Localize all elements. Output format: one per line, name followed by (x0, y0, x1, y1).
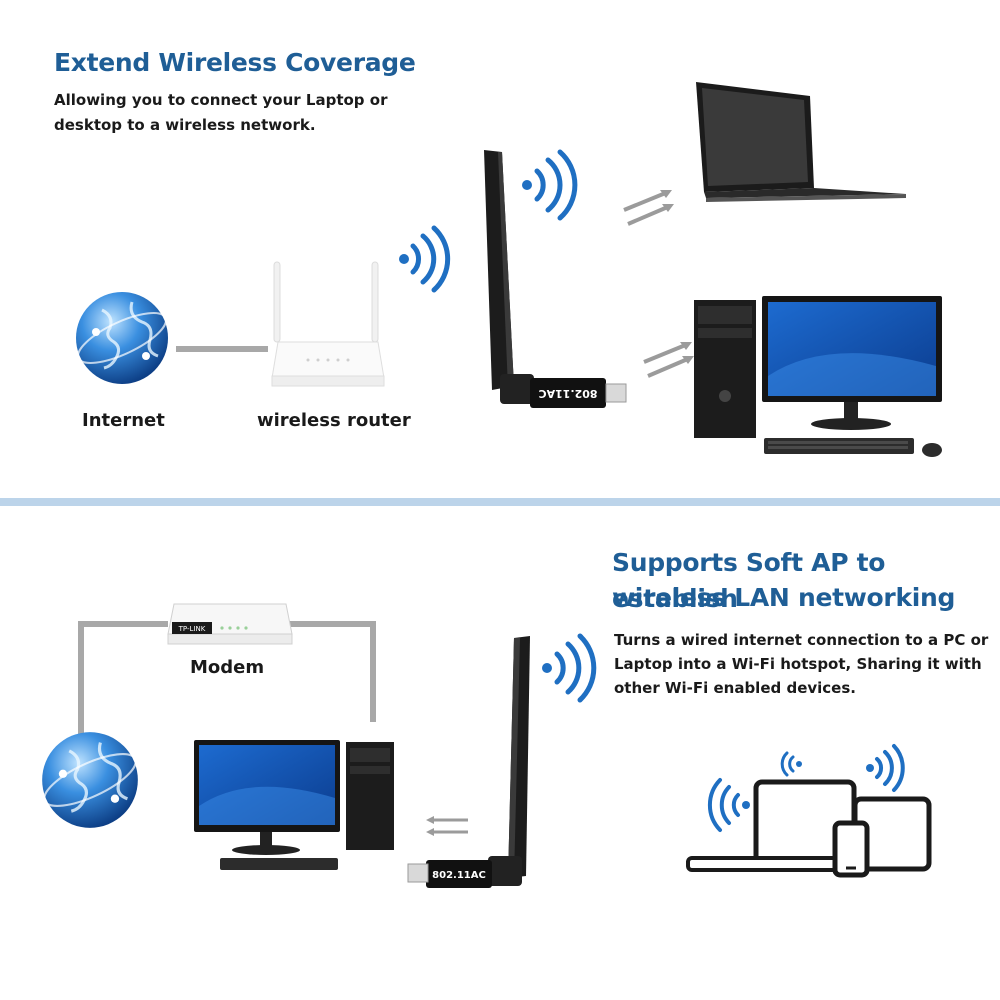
modem-label: Modem (190, 657, 265, 678)
modem-brand: TP-LINK (178, 625, 206, 633)
arrows-icon (426, 816, 468, 836)
laptop-icon (686, 779, 857, 872)
wifi-signal-icon (780, 751, 802, 777)
arrows-icon (623, 190, 674, 226)
top-title: Extend Wireless Coverage (54, 48, 416, 77)
phone-icon (832, 820, 870, 878)
ethernet-cable (176, 346, 268, 352)
adapter-text: 802.11AC (538, 387, 597, 400)
top-description-line1: Allowing you to connect your Laptop or (54, 91, 388, 109)
router-icon (271, 261, 385, 387)
arrows-icon (643, 342, 694, 378)
modem-icon: TP-LINK (167, 603, 293, 645)
globe-icon (76, 292, 168, 384)
adapter-text: 802.11AC (432, 870, 486, 881)
ethernet-cable (78, 621, 376, 740)
usb-adapter-icon: 802.11AC (484, 150, 627, 408)
wifi-signal-icon (542, 633, 597, 703)
usb-adapter-icon: 802.11AC (407, 636, 530, 888)
desktop-pc-icon (194, 740, 394, 870)
laptop-icon (696, 82, 906, 202)
bottom-description-line3: other Wi-Fi enabled devices. (614, 679, 856, 697)
desktop-pc-icon (694, 296, 942, 457)
wifi-signal-icon (399, 225, 451, 293)
router-label: wireless router (257, 410, 411, 431)
bottom-title-line1: Supports Soft AP to establish (612, 548, 886, 613)
globe-icon (42, 732, 138, 828)
section-divider (0, 498, 1000, 506)
bottom-description-line1: Turns a wired internet connection to a P… (614, 631, 989, 649)
wifi-signal-icon (866, 744, 905, 792)
internet-label: Internet (82, 410, 165, 431)
bottom-title-line2: wireless LAN networking (612, 583, 956, 612)
top-description-line2: desktop to a wireless network. (54, 116, 316, 134)
wifi-signal-icon (522, 149, 578, 221)
bottom-description-line2: Laptop into a Wi-Fi hotspot, Sharing it … (614, 655, 982, 673)
wifi-signal-icon (707, 778, 750, 832)
